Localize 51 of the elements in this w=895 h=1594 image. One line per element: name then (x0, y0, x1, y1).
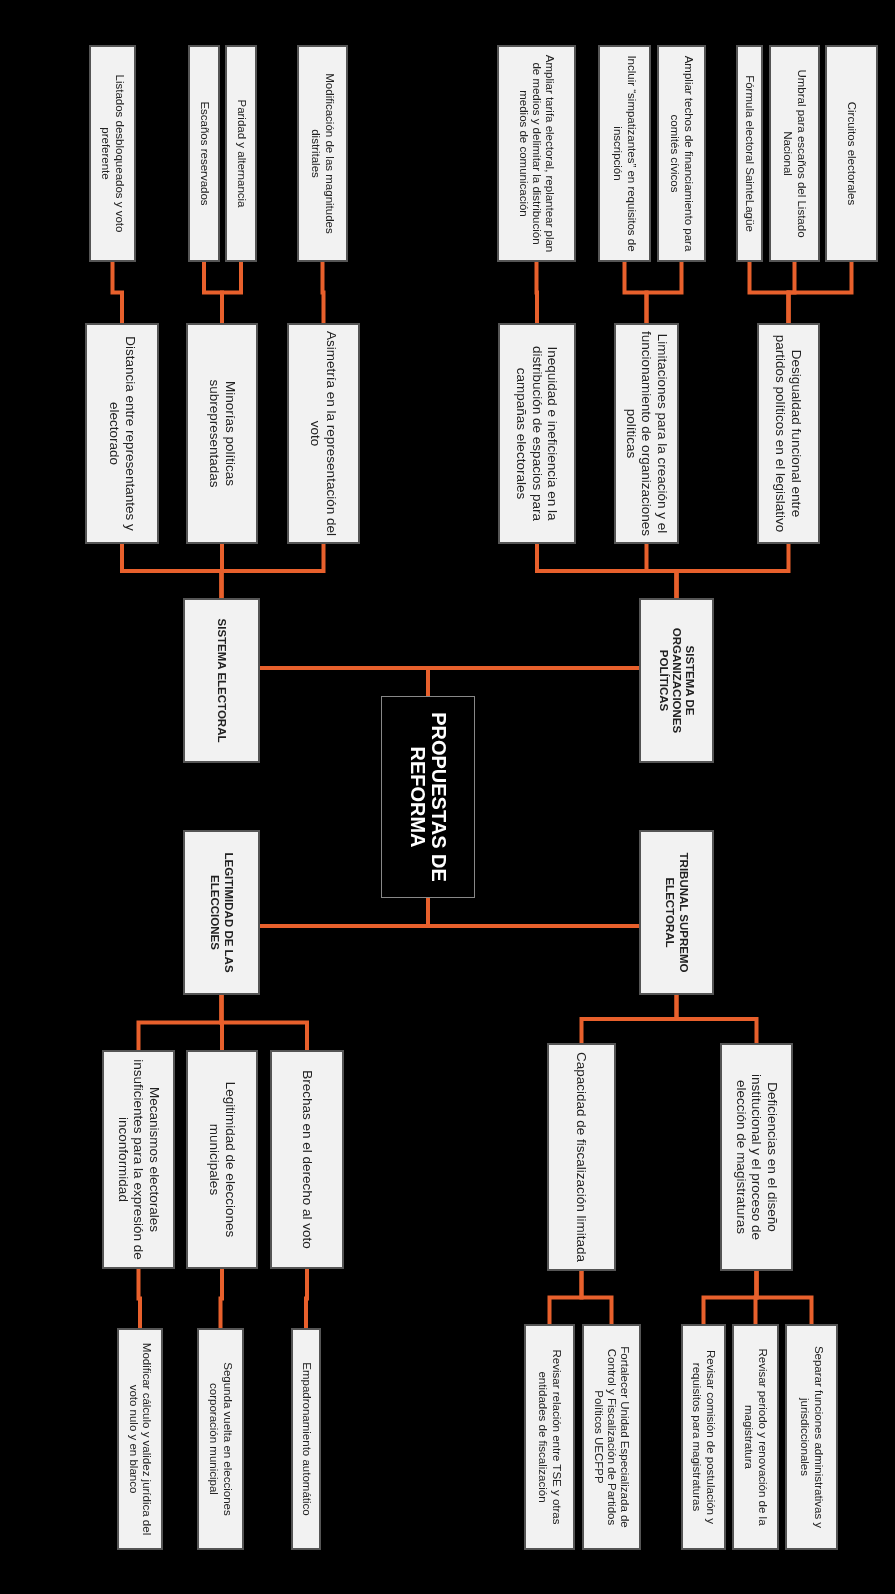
proposal-box: Empadronamiento automático (291, 1328, 321, 1550)
problem-box: Asimetría en la representación del voto (287, 323, 360, 544)
connector-line (747, 262, 791, 323)
problem-box: Inequidad e ineficiencia en la distribución de espacios para campañas electorales (498, 323, 576, 544)
problem-box: Desigualdad funcional entre partidos políticos en el legislativo (757, 323, 820, 544)
proposal-box: Modificar cálculo y validez jurídica del voto nulo y en blanco (117, 1328, 163, 1550)
connector-line (260, 898, 430, 928)
category-box: LEGITIMIDAD DE LAS ELECCIONES (183, 830, 260, 995)
connector-line (218, 1269, 224, 1328)
category-box: SISTEMA DE ORGANIZACIONES POLÍTICAS (639, 598, 714, 763)
proposal-box: Segunda vuelta en elecciones corporación municipal (197, 1328, 244, 1550)
proposal-box: Incluir “simpatizantes” en requisitos de inscripción (598, 45, 651, 262)
proposal-box: Paridad y alternancia (225, 45, 257, 262)
connector-line (579, 995, 679, 1043)
problem-box: Capacidad de fiscalización limitada (547, 1043, 616, 1271)
connector-line (136, 995, 224, 1050)
connector-line (535, 544, 679, 598)
problem-box: Limitaciones para la creación y el funcionamiento de organizaciones políticas (614, 323, 679, 544)
proposal-box: Revisar comisión de postulación y requisitos para magistraturas (681, 1324, 726, 1550)
proposal-box: Fortalecer Unidad Especializada de Control y Fiscalización de Partidos Políticos UECFPP (582, 1324, 641, 1550)
proposal-box: Ampliar techos de financiamiento para comités cívicos (657, 45, 706, 262)
central-title-box: PROPUESTAS DE REFORMA (381, 696, 475, 898)
connector-line (701, 1271, 759, 1324)
proposal-box: Escaños reservados (188, 45, 220, 262)
proposal-box: Circuitos electorales (825, 45, 878, 262)
problem-box: Legitimidad de elecciones municipales (186, 1050, 258, 1269)
connector-line (202, 262, 224, 323)
proposal-box: Separar funciones administrativas y jurisdiccionales (785, 1324, 838, 1550)
proposal-box: Listados desbloqueados y voto preferente (89, 45, 136, 262)
proposal-box: Umbral para escaños del Listado Nacional (769, 45, 820, 262)
connector-line (120, 544, 224, 598)
connector-line (304, 1269, 309, 1328)
connector-line (320, 262, 326, 323)
problem-box: Deficiencias en el diseño institucional y el proceso de elección de magistraturas (720, 1043, 793, 1271)
problem-box: Brechas en el derecho al voto (270, 1050, 344, 1269)
proposal-box: Revisar relación entre TSE y otras entidades de fiscalización (524, 1324, 575, 1550)
connector-line (260, 666, 430, 696)
connector-line (110, 262, 124, 323)
category-box: TRIBUNAL SUPREMO ELECTORAL (639, 830, 714, 995)
proposal-box: Modificación de las magnitudes distritales (297, 45, 348, 262)
problem-box: Mecanismos electorales insuficientes para la expresión de inconformidad (102, 1050, 175, 1269)
proposal-box: Fórmula electoral SainteLagüe (736, 45, 763, 262)
problem-box: Distancia entre representantes y electorado (85, 323, 159, 544)
connector-line (622, 262, 649, 323)
problem-box: Minorías políticas subrepresentadas (186, 323, 258, 544)
connector-line (136, 1269, 142, 1328)
connector-line (534, 262, 539, 323)
proposal-box: Revisar periodo y renovación de la magistratura (732, 1324, 779, 1550)
category-box: SISTEMA ELECTORAL (183, 598, 260, 763)
proposal-box: Ampliar tarifa electoral, replantear plan de medios y delimitar la distribución medios de comunicación (497, 45, 576, 262)
connector-line (547, 1271, 584, 1324)
